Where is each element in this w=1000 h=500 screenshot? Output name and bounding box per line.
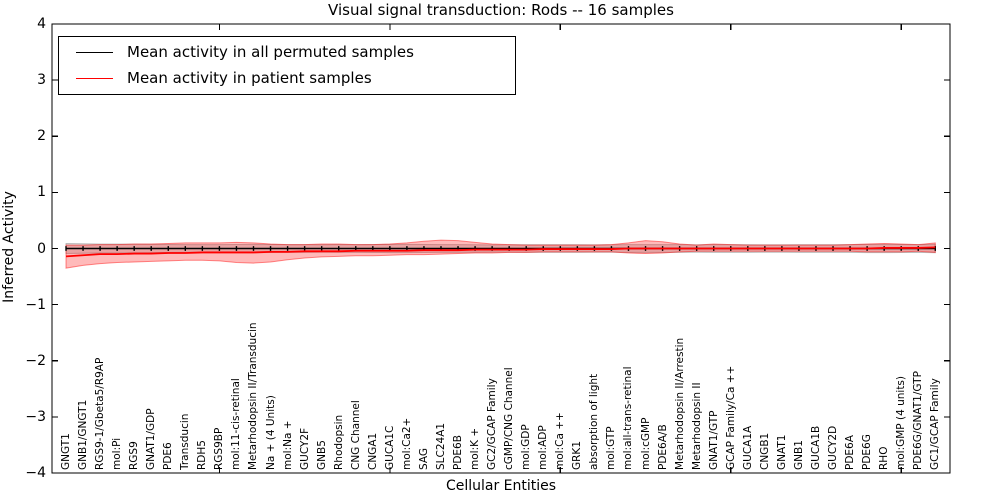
x-tick-label: CNG Channel — [349, 400, 362, 470]
legend-item-patient: Mean activity in patient samples — [59, 65, 515, 91]
x-tick-label: Metarhodopsin II/Arrestin — [673, 337, 686, 470]
x-tick-label: Na + (4 Units) — [264, 395, 277, 470]
x-tick-label: PDE6B — [452, 435, 465, 470]
x-tick-label: PDE6A/B — [656, 424, 669, 470]
x-tick-label: SLC24A1 — [434, 422, 447, 470]
legend-label-patient: Mean activity in patient samples — [127, 69, 372, 87]
x-tick-label: mol:Ca ++ — [554, 412, 567, 470]
x-tick-label: SAG — [417, 448, 430, 470]
y-tick-label: 0 — [37, 240, 46, 257]
x-tick-label: GNB1/GNGT1 — [77, 399, 90, 470]
x-tick-label: mol:cGMP — [639, 417, 652, 470]
x-tick-label: RGS9 — [128, 441, 141, 470]
x-tick-label: GUCA1C — [383, 425, 396, 470]
y-tick-label: −2 — [25, 352, 46, 369]
x-tick-label: mol:ADP — [537, 425, 550, 470]
x-tick-label: mol:all-trans-retinal — [622, 366, 635, 470]
x-tick-label: PDE6G — [861, 434, 874, 470]
x-tick-label: mol:11-cis-retinal — [230, 378, 243, 470]
x-tick-label: GUCA1A — [741, 425, 754, 470]
x-tick-label: Metarhodopsin II/Transducin — [247, 322, 260, 470]
patient-samples-band — [65, 239, 936, 269]
x-tick-label: RGS9-1/Gbeta5/R9AP — [94, 357, 107, 470]
x-tick-label: CNGA1 — [366, 432, 379, 470]
x-tick-label: CNGB1 — [758, 432, 771, 470]
x-tick-label: mol:K + — [469, 427, 482, 470]
axis-ticks — [52, 23, 950, 474]
x-tick-label: GNAT1/GDP — [145, 408, 158, 470]
x-tick-label: GNAT1/GTP — [707, 410, 720, 471]
x-tick-label: GUCY2D — [827, 425, 840, 470]
x-tick-label: GC2/GCAP Family — [486, 378, 499, 470]
x-tick-label: Transducin — [179, 413, 192, 470]
x-tick-label: GNB5 — [315, 440, 328, 470]
x-tick-label: PDE6G/GNAT1/GTP — [912, 371, 925, 470]
x-tick-label: GUCA1B — [809, 425, 822, 470]
patient-line-sample-icon — [76, 77, 113, 79]
x-tick-label: GNB1 — [792, 440, 805, 470]
x-tick-label: GNAT1 — [775, 434, 788, 470]
x-tick-label: GC1/GCAP Family — [929, 378, 942, 470]
y-tick-label: 1 — [37, 184, 46, 201]
x-tick-label: GNGT1 — [60, 433, 72, 470]
x-tick-label: cGMP/CNG Channel — [503, 367, 516, 470]
x-axis-label: Cellular Entities — [445, 478, 557, 494]
x-tick-label: GRK1 — [571, 441, 584, 470]
x-tick-label: absorption of light — [588, 373, 601, 470]
x-tick-label: RHO — [878, 446, 891, 470]
patient-mean-line — [65, 246, 936, 258]
x-tick-label: GUCY2F — [298, 427, 311, 470]
legend: Mean activity in all permuted samples Me… — [58, 36, 516, 95]
y-tick-label: 4 — [37, 16, 46, 32]
x-tick-label: mol:GMP (4 units) — [895, 376, 908, 470]
x-tick-label: GCAP Family/Ca ++ — [724, 365, 737, 470]
x-tick-label: mol:GTP — [605, 426, 618, 470]
y-tick-label: 3 — [37, 72, 46, 89]
x-tick-label: PDE6 — [162, 442, 175, 470]
x-tick-label: mol:Ca2+ — [400, 417, 413, 470]
y-tick-label: −3 — [25, 408, 46, 425]
x-tick-label: mol:Pi — [111, 437, 124, 470]
y-tick-label: 2 — [37, 128, 46, 145]
x-tick-label: mol:GDP — [520, 424, 533, 470]
x-tick-label: Metarhodopsin II — [690, 382, 703, 470]
y-tick-label: −4 — [25, 465, 46, 481]
legend-item-permuted: Mean activity in all permuted samples — [59, 39, 515, 65]
legend-label-permuted: Mean activity in all permuted samples — [127, 43, 414, 61]
y-tick-label: −1 — [25, 296, 46, 313]
chart-title: Visual signal transduction: Rods -- 16 s… — [328, 1, 674, 19]
x-tick-label: mol:Na + — [281, 420, 294, 470]
x-tick-label: RDH5 — [196, 440, 209, 470]
x-tick-label: RGS9BP — [213, 427, 226, 470]
x-tick-label: PDE6A — [844, 435, 857, 470]
permuted-line-sample-icon — [76, 51, 113, 53]
x-tick-label: Rhodopsin — [332, 414, 345, 470]
